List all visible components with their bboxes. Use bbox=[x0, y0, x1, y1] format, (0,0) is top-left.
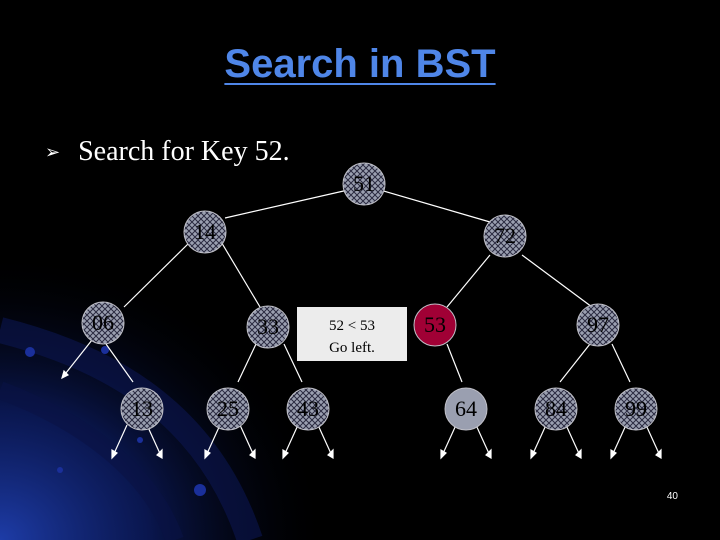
tree-node-97: 97 bbox=[577, 304, 619, 346]
bullet-text: Search for Key 52. bbox=[78, 136, 289, 168]
tree-node-72: 72 bbox=[484, 215, 526, 257]
tree-node-25: 25 bbox=[207, 388, 249, 430]
edge-51-14 bbox=[225, 190, 348, 218]
node-label: 33 bbox=[257, 314, 279, 339]
node-label: 13 bbox=[131, 396, 153, 421]
edge-51-72 bbox=[380, 190, 490, 222]
tree-node-43: 43 bbox=[287, 388, 329, 430]
page-number: 40 bbox=[667, 491, 678, 502]
edge-53-64 bbox=[447, 344, 462, 382]
node-label: 64 bbox=[455, 396, 477, 421]
slide-title: Search in BST bbox=[0, 42, 720, 87]
node-label: 84 bbox=[545, 396, 567, 421]
tree-node-84: 84 bbox=[535, 388, 577, 430]
node-label: 99 bbox=[625, 396, 647, 421]
edge-97-84 bbox=[560, 344, 590, 382]
node-label: 43 bbox=[297, 396, 319, 421]
tree-node-13: 13 bbox=[121, 388, 163, 430]
tree-node-14: 14 bbox=[184, 211, 226, 253]
node-label: 53 bbox=[424, 312, 446, 337]
tree-node-51: 51 bbox=[343, 163, 385, 205]
edge-72-53 bbox=[447, 255, 490, 307]
edge-97-99 bbox=[612, 344, 630, 382]
node-label: 25 bbox=[217, 396, 239, 421]
tree-node-06: 06 bbox=[82, 302, 124, 344]
node-label: 06 bbox=[92, 310, 114, 335]
arrowhead-icon bbox=[441, 450, 446, 458]
background-decoration bbox=[0, 250, 330, 540]
arrowhead-icon bbox=[531, 450, 536, 458]
node-label: 97 bbox=[587, 312, 609, 337]
tree-node-53-highlighted: 53 bbox=[414, 304, 456, 346]
note-line-1: 52 < 53 bbox=[329, 318, 375, 334]
arrowhead-icon bbox=[611, 450, 616, 458]
comparison-note: 52 < 53 Go left. bbox=[297, 307, 407, 361]
node-label: 72 bbox=[494, 223, 516, 248]
note-line-2: Go left. bbox=[329, 340, 375, 356]
node-label: 51 bbox=[353, 171, 375, 196]
node-label: 14 bbox=[194, 219, 216, 244]
tree-node-33: 33 bbox=[247, 306, 289, 348]
arrow-bullet-icon: ➢ bbox=[45, 142, 60, 163]
tree-node-64: 64 bbox=[445, 388, 487, 430]
bullet-item: ➢ Search for Key 52. bbox=[45, 136, 290, 168]
edge-72-97 bbox=[522, 255, 592, 307]
tree-node-99: 99 bbox=[615, 388, 657, 430]
